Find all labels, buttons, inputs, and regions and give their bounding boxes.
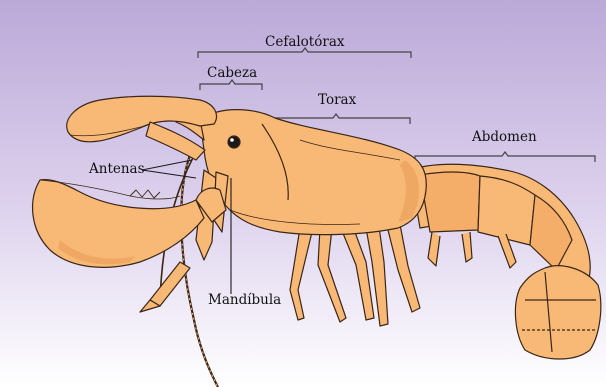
torax-label: Torax [318,94,356,108]
antenas-label: Antenas [89,163,145,177]
eye-icon [228,136,240,148]
tail-fan [515,266,600,359]
cefalotorax-label: Cefalotórax [265,36,344,50]
mandibula-label: Mandíbula [208,294,281,308]
abdomen-label: Abdomen [472,131,537,145]
cabeza-label: Cabeza [207,67,257,81]
